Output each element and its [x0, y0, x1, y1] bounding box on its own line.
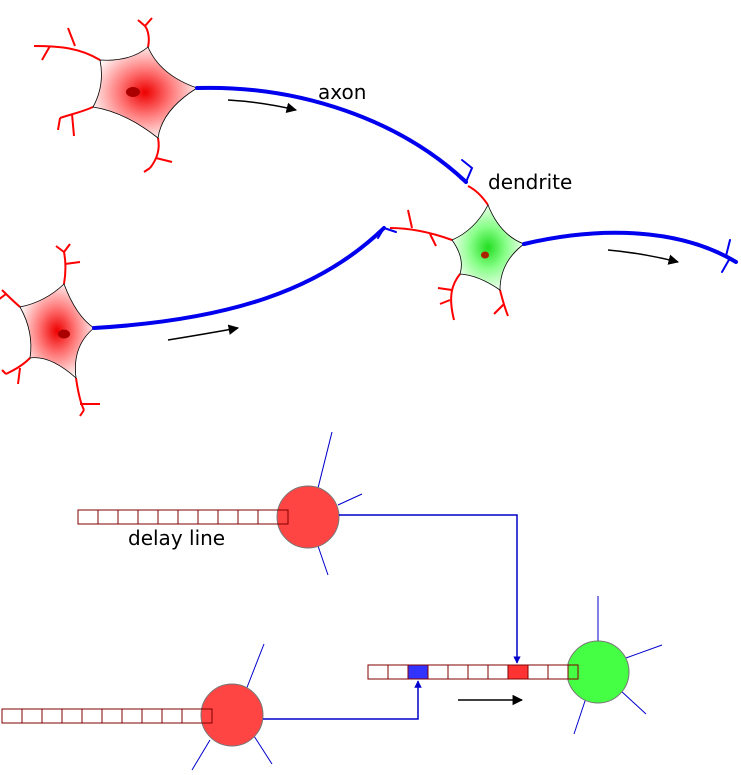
model-neuron-a-soma [276, 485, 340, 549]
dendrite-label: dendrite [488, 170, 572, 194]
delay-line-a [77, 509, 289, 525]
delay-line-label: delay line [128, 526, 225, 550]
arrow-icon [607, 249, 680, 265]
axon-3 [522, 230, 738, 264]
delay-line-c [367, 664, 579, 680]
neuron-2-soma [19, 283, 95, 380]
neuron-3-soma [451, 204, 525, 291]
neuron-2-nucleus [58, 329, 70, 339]
axon-2-terminal [377, 227, 397, 239]
axons [92, 85, 738, 330]
neuron-1-nucleus [126, 87, 140, 97]
wire-a-to-c [339, 514, 521, 664]
neuron-3-nucleus [481, 251, 489, 259]
model-neuron-c [566, 596, 663, 735]
model-neuron-a [276, 431, 363, 576]
neuron-1 [33, 17, 198, 173]
model-neuron-c-soma [566, 640, 630, 704]
axon-2 [92, 226, 386, 330]
delay-cell-active-red [507, 664, 529, 680]
neuron-1-soma [92, 46, 198, 139]
signal-arrows-top [167, 99, 680, 341]
wire-b-to-c [263, 680, 422, 720]
axon-1-terminal [459, 159, 474, 183]
axon-label: axon [318, 80, 366, 104]
arrow-icon [167, 324, 240, 341]
model-neuron-b-soma [200, 683, 264, 747]
delay-cell-active-blue [407, 664, 429, 680]
neuron-3-dendrites [389, 185, 509, 321]
neuron-3 [389, 185, 525, 321]
connection-wires [263, 514, 521, 720]
arrow-icon [227, 99, 298, 113]
delay-line-b [1, 708, 213, 724]
neuron-2-dendrites [0, 243, 100, 417]
model-neuron-b [191, 643, 273, 771]
neuron-2 [0, 243, 100, 417]
axon-3-terminal [721, 239, 731, 273]
axon-1 [195, 85, 468, 184]
neuron-1-dendrites [33, 17, 173, 173]
